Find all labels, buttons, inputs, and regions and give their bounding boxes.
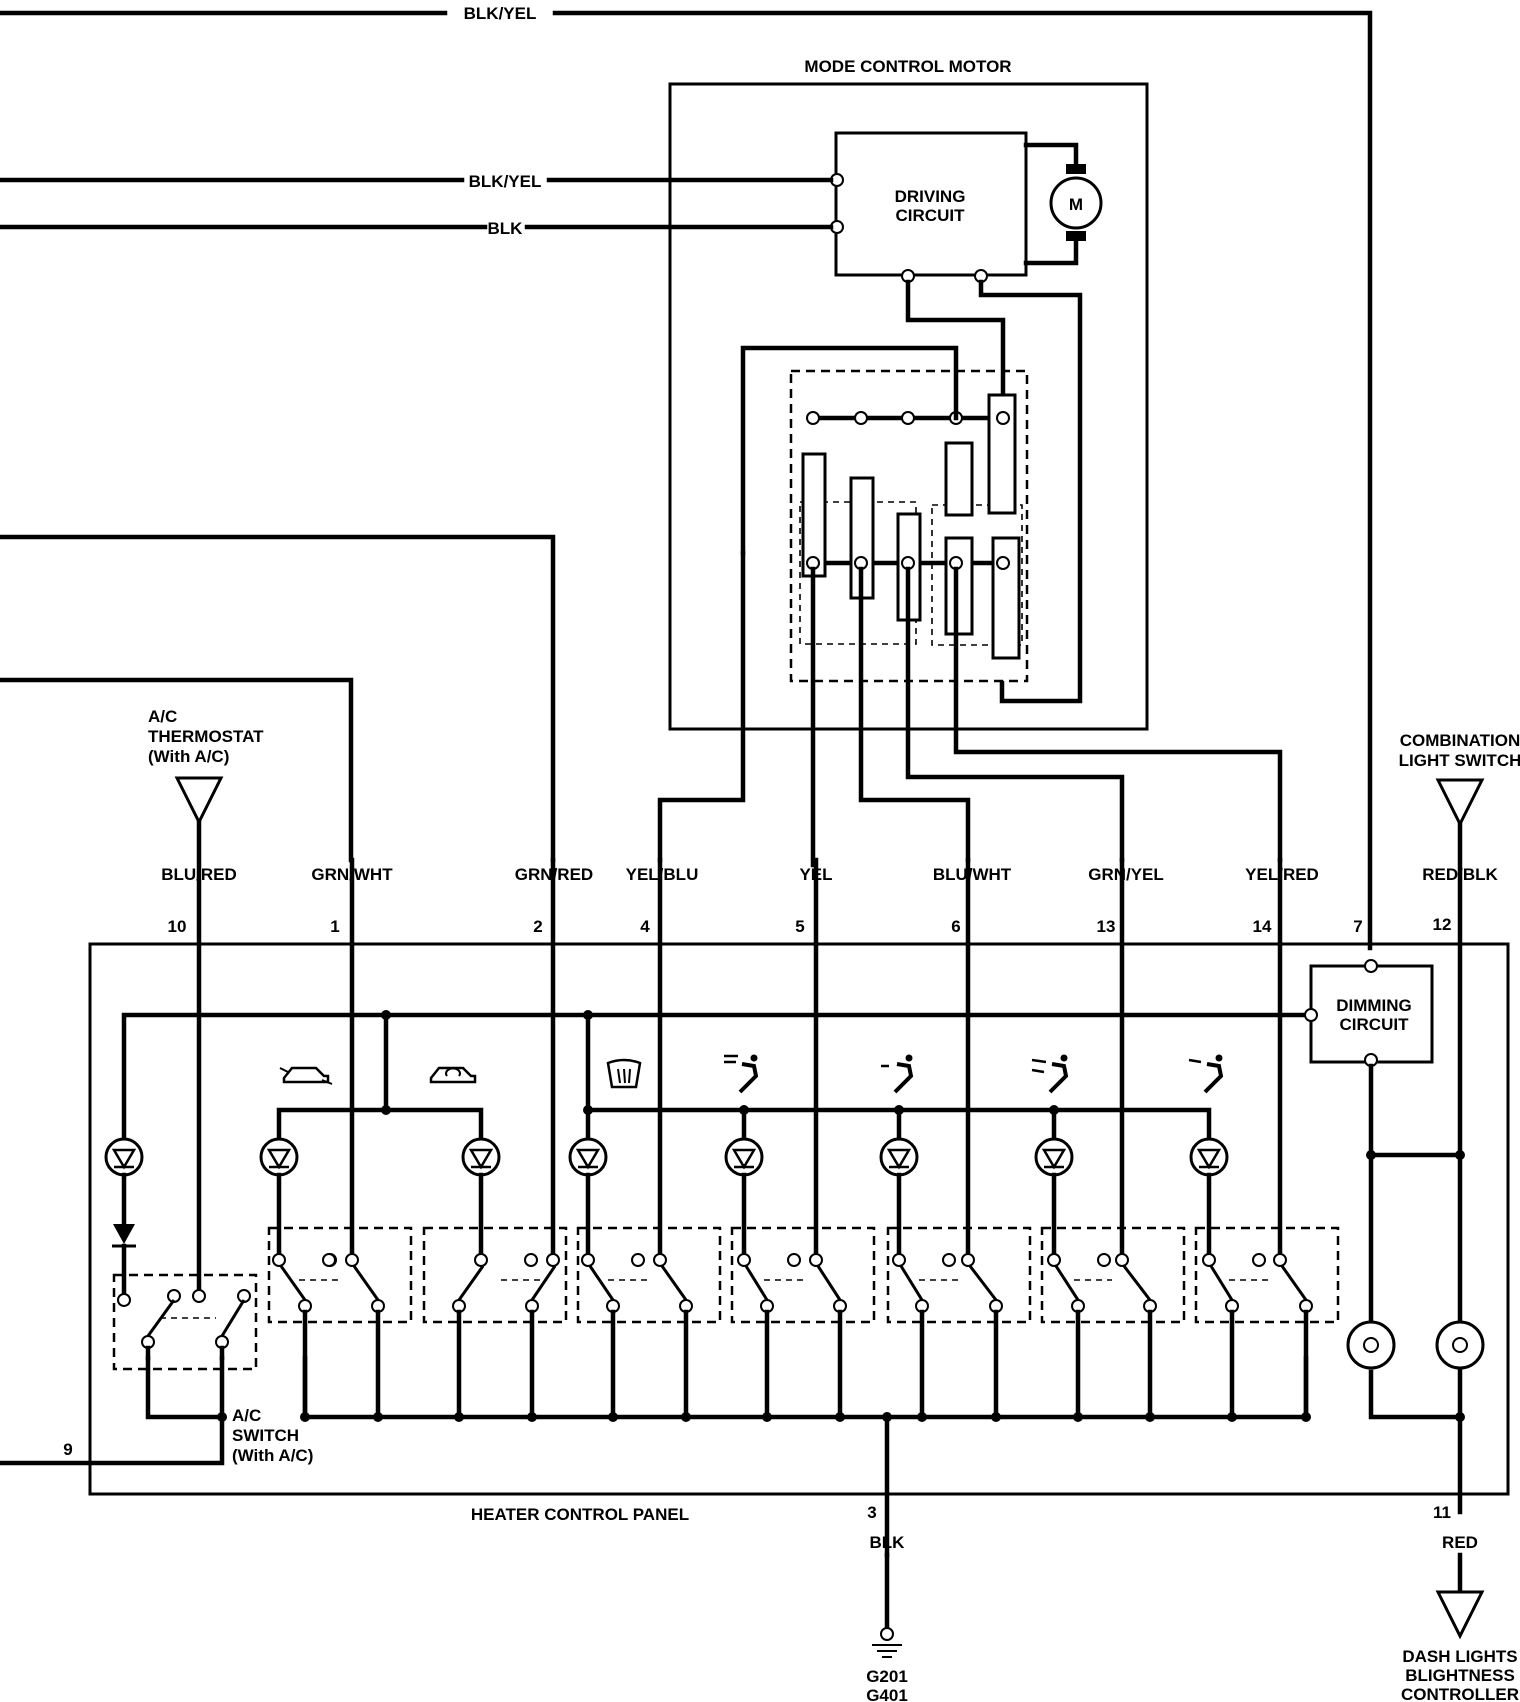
red-wire-label: RED: [1442, 1533, 1478, 1552]
heater-control-panel: HEATER CONTROL PANEL DIMMING CIRCUIT: [0, 857, 1510, 1558]
ac-switch-line3: (With A/C): [232, 1446, 313, 1465]
driving-circuit-line1: DRIVING: [895, 187, 966, 206]
mode-switch-modules: [267, 1226, 1340, 1324]
mode-control-motor-title: MODE CONTROL MOTOR: [804, 57, 1011, 76]
blk-label: BLK: [488, 219, 524, 238]
pin-11: 11: [1433, 1503, 1451, 1522]
defrost-icon: [606, 1058, 642, 1089]
motor-input-wires: BLK/YEL BLK: [0, 172, 834, 238]
combo-switch-line1: COMBINATION: [1400, 731, 1520, 750]
dash-controller-line2: BLIGHTNESS: [1405, 1666, 1515, 1685]
pin-6: 6: [951, 917, 960, 936]
pin-14: 14: [1253, 917, 1272, 936]
wire-color-12: RED/BLK: [1422, 865, 1498, 884]
dimming-circuit-line2: CIRCUIT: [1340, 1015, 1410, 1034]
pin-9: 9: [63, 1440, 72, 1459]
dash-controller-line3: CONTROLLER: [1401, 1685, 1519, 1702]
pin-4: 4: [640, 917, 650, 936]
pin-12: 12: [1433, 915, 1452, 934]
top-blk-yel-wire: BLK/YEL: [0, 4, 1373, 951]
dash-lights-controller: 11 RED DASH LIGHTS BLIGHTNESS CONTROLLER: [1401, 1503, 1519, 1702]
pin-3: 3: [867, 1503, 876, 1522]
ac-thermostat: A/C THERMOSTAT (With A/C): [148, 707, 264, 826]
combo-switch-line2: LIGHT SWITCH: [1399, 751, 1520, 770]
ground-id-1: G201: [866, 1667, 908, 1686]
wire-color-10: BLU/RED: [161, 865, 237, 884]
pin-1: 1: [330, 917, 339, 936]
top-wire-label: BLK/YEL: [464, 4, 537, 23]
wire-color-13: GRN/YEL: [1088, 865, 1164, 884]
defrost-floor-icon: [724, 1054, 759, 1094]
fresh-air-icon: [279, 1066, 333, 1085]
blk-yel-label: BLK/YEL: [469, 172, 542, 191]
motor-output-wires: [657, 550, 1283, 868]
driving-circuit-box: [834, 131, 1028, 277]
floor-icon: [881, 1054, 914, 1094]
led-icons: [104, 1137, 1229, 1177]
vent-icon: [1188, 1054, 1224, 1094]
wire-color-labels: BLU/RED GRN/WHT GRN/RED YEL/BLU YEL BLU/…: [161, 865, 1498, 884]
pin-13: 13: [1097, 917, 1116, 936]
bilevel-icon: [1031, 1054, 1069, 1094]
ac-switch-module: [112, 1273, 258, 1371]
pin-5: 5: [795, 917, 804, 936]
ground-connection: 3 BLK G201 G401: [866, 1503, 908, 1702]
ac-thermostat-line1: A/C: [148, 707, 177, 726]
ac-thermostat-line2: THERMOSTAT: [148, 727, 264, 746]
combination-light-switch: COMBINATION LIGHT SWITCH: [1399, 731, 1520, 828]
ground-icon: [872, 1644, 902, 1658]
pin-7: 7: [1353, 917, 1362, 936]
left-wires: [0, 534, 556, 863]
ground-id-2: G401: [866, 1686, 908, 1702]
dimming-circuit-line1: DIMMING: [1336, 996, 1412, 1015]
wire-color-6: BLU/WHT: [933, 865, 1012, 884]
ac-switch-line2: SWITCH: [232, 1426, 299, 1445]
bulb-icon: [1346, 1320, 1396, 1370]
heater-control-panel-box: [88, 942, 1510, 1496]
mode-control-motor: MODE CONTROL MOTOR DRIVING CIRCUIT M: [668, 57, 1149, 731]
driving-circuit-line2: CIRCUIT: [896, 206, 966, 225]
pin-10: 10: [168, 917, 187, 936]
dash-controller-line1: DASH LIGHTS: [1402, 1647, 1517, 1666]
ground-wire-label: BLK: [870, 1533, 906, 1552]
heater-control-panel-label: HEATER CONTROL PANEL: [471, 1505, 689, 1524]
ac-thermostat-line3: (With A/C): [148, 747, 229, 766]
connector-pin-numbers: 10 1 2 4 5 6 13 14 7 12: [168, 915, 1452, 936]
bulb-icon: [1435, 1320, 1485, 1370]
motor-icon: M: [1023, 142, 1103, 266]
pin-2: 2: [533, 917, 542, 936]
ac-switch-line1: A/C: [232, 1406, 261, 1425]
recirculate-icon: [429, 1066, 477, 1084]
motor-symbol: M: [1069, 195, 1083, 214]
